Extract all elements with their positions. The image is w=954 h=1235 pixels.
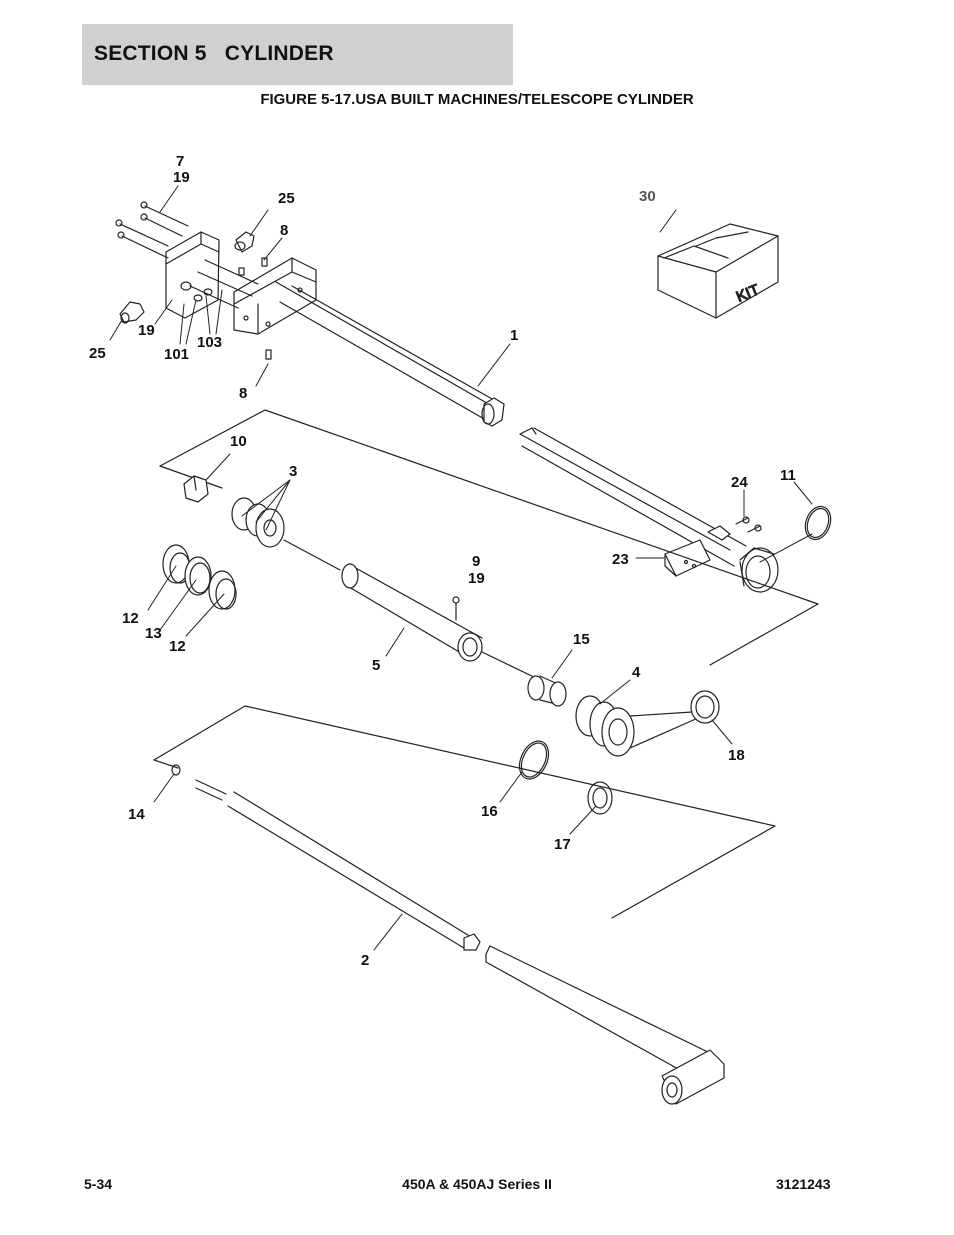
section-header: SECTION 5 CYLINDER [82,24,513,85]
callout-8: 8 [239,385,247,402]
nut [183,475,209,503]
callout-12: 12 [122,610,139,627]
callout-1: 1 [510,327,518,344]
seals [518,690,720,815]
callout-14: 14 [128,806,145,823]
callout-19: 19 [138,322,155,339]
callout-16: 16 [481,803,498,820]
section-title: SECTION 5 CYLINDER [94,42,334,65]
figure-title: FIGURE 5-17.USA BUILT MACHINES/TELESCOPE… [260,91,694,108]
callout-19: 19 [468,570,485,587]
elbow-fittings [119,231,272,360]
bolts [115,201,189,259]
callout-19: 19 [173,169,190,186]
callout-17: 17 [554,836,571,853]
callout-23: 23 [612,551,629,568]
page-number: 5-34 [84,1176,113,1192]
callout-24: 24 [731,474,748,491]
document-number: 3121243 [776,1176,831,1192]
piston [231,497,341,571]
callout-11: 11 [780,467,796,484]
callout-25: 25 [89,345,106,362]
callout-15: 15 [573,631,590,648]
callout-4: 4 [632,664,641,681]
snap-ring [804,505,832,541]
callout-12: 12 [169,638,186,655]
bushing [527,675,567,707]
piston-rod [171,764,713,1071]
model-name: 450A & 450AJ Series II [402,1176,552,1192]
callout-8: 8 [280,222,288,239]
cylinder-head [575,695,699,757]
callout-numbers: 7 19 25 8 30 1 19 25 101 103 8 10 3 24 1… [89,153,796,969]
callout-18: 18 [728,747,745,764]
callout-13: 13 [145,625,162,642]
rod-eye [661,1049,725,1105]
callout-10: 10 [230,433,247,450]
spacer-tube [341,563,541,681]
outer-tube [275,281,747,567]
callout-7: 7 [176,153,184,170]
callout-2: 2 [361,952,369,969]
bottom-group-plane [153,705,776,919]
callout-103: 103 [197,334,222,351]
callout-25: 25 [278,190,295,207]
callout-9: 9 [472,553,480,570]
piston-rings [162,544,237,610]
leader-lines [109,185,813,951]
callout-30: 30 [639,188,656,205]
tube-end-head [664,516,779,593]
callout-101: 101 [164,346,189,363]
callout-3: 3 [289,463,297,480]
middle-group-plane [159,409,819,666]
callout-5: 5 [372,657,380,674]
kit-box: KIT [657,223,779,319]
